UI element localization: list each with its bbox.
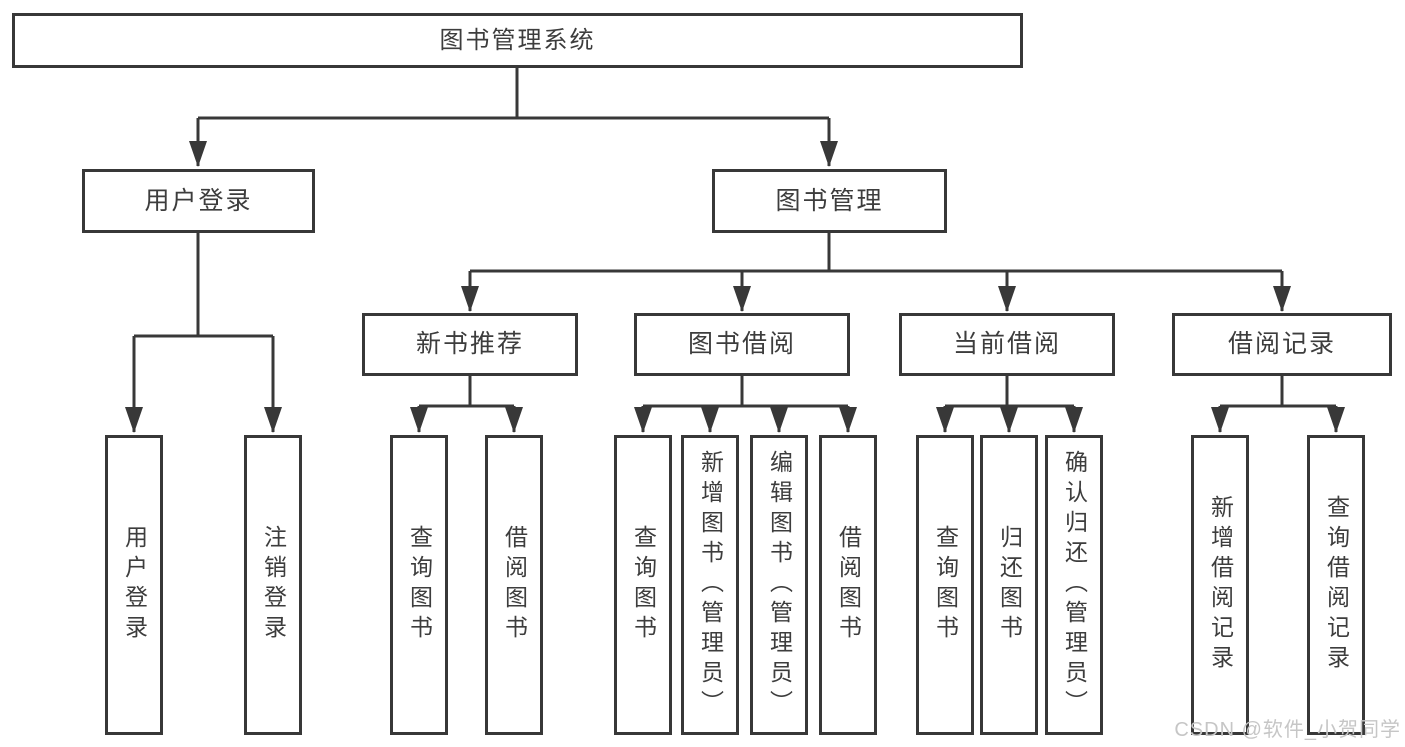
node-leaf-user-login: 用户登录	[105, 435, 163, 735]
connector-bookmgmt-trunk	[470, 233, 1282, 273]
node-label: 编辑图书（管理员）	[766, 450, 793, 720]
node-label: 查询图书	[630, 525, 657, 645]
node-label: 查询图书	[932, 525, 959, 645]
connector-newbook-trunk	[419, 376, 514, 408]
node-leaf-edit-books-admin: 编辑图书（管理员）	[750, 435, 808, 735]
node-book-borrow: 图书借阅	[634, 313, 850, 376]
node-leaf-borrow-books-2: 借阅图书	[819, 435, 877, 735]
node-new-book-recommend: 新书推荐	[362, 313, 578, 376]
node-leaf-confirm-return-admin: 确认归还（管理员）	[1045, 435, 1103, 735]
node-label: 确认归还（管理员）	[1061, 450, 1088, 720]
csdn-watermark: CSDN @软件_小贺同学	[1174, 719, 1401, 741]
node-label: 用户登录	[121, 525, 148, 645]
node-label: 新增图书（管理员）	[697, 450, 724, 720]
node-label: 借阅图书	[835, 525, 862, 645]
connector-borrow-trunk	[643, 376, 848, 408]
node-leaf-add-borrow-record: 新增借阅记录	[1191, 435, 1249, 735]
connector-userlogin-trunk	[134, 233, 273, 338]
node-current-borrow: 当前借阅	[899, 313, 1115, 376]
node-book-management: 图书管理	[712, 169, 947, 233]
connector-root-trunk	[198, 68, 829, 120]
node-leaf-return-books: 归还图书	[980, 435, 1038, 735]
node-system-root: 图书管理系统	[12, 13, 1023, 68]
node-leaf-query-borrow-record: 查询借阅记录	[1307, 435, 1365, 735]
node-label: 归还图书	[996, 525, 1023, 645]
connector-record-trunk	[1220, 376, 1336, 408]
node-leaf-query-books-1: 查询图书	[390, 435, 448, 735]
node-label: 查询借阅记录	[1323, 495, 1350, 675]
node-leaf-borrow-books-1: 借阅图书	[485, 435, 543, 735]
node-label: 新增借阅记录	[1207, 495, 1234, 675]
node-leaf-query-books-3: 查询图书	[916, 435, 974, 735]
node-user-login: 用户登录	[82, 169, 315, 233]
node-label: 查询图书	[406, 525, 433, 645]
node-label: 注销登录	[260, 525, 287, 645]
connector-current-trunk	[945, 376, 1074, 408]
node-label: 借阅图书	[501, 525, 528, 645]
node-borrow-record: 借阅记录	[1172, 313, 1392, 376]
node-leaf-query-books-2: 查询图书	[614, 435, 672, 735]
node-leaf-logout: 注销登录	[244, 435, 302, 735]
node-leaf-add-books-admin: 新增图书（管理员）	[681, 435, 739, 735]
